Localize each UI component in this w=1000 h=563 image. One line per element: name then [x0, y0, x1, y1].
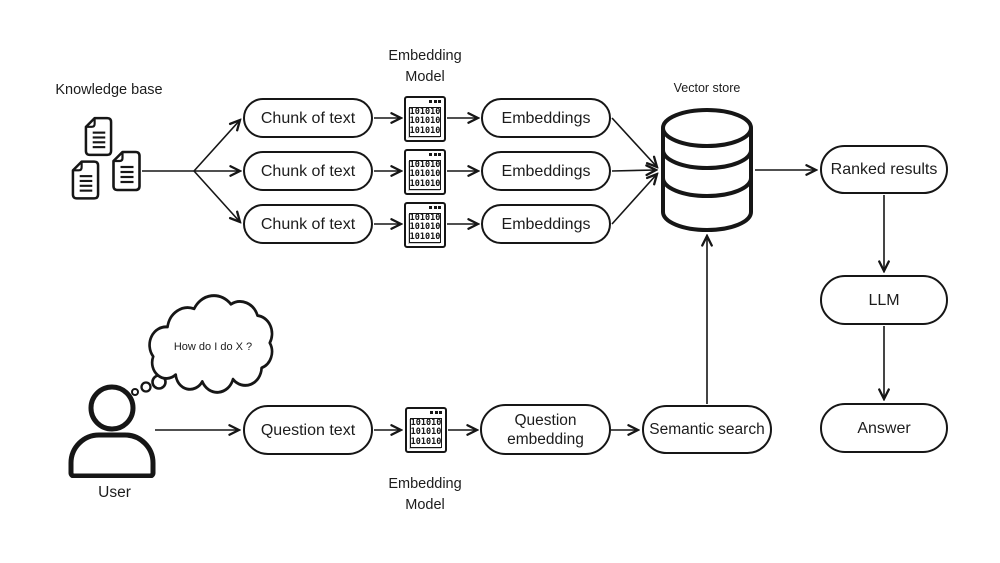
node-label: Answer [857, 419, 911, 437]
node-semantic-search: Semantic search [642, 405, 772, 454]
window-dots-icon [429, 206, 441, 209]
window-dots-icon [430, 411, 442, 414]
binary-line: 101010 [410, 427, 442, 438]
embedding-model-label-top: Embedding Model [388, 48, 462, 85]
node-label: Chunk of text [260, 109, 356, 127]
node-label: Question text [260, 421, 356, 439]
binary-line: 101010 [409, 159, 441, 170]
binary-line: 101010 [410, 436, 442, 447]
node-embeddings-3: Embeddings [481, 204, 611, 244]
node-question-embedding: Question embedding [480, 404, 611, 455]
database-cylinder-icon [661, 108, 753, 232]
node-answer: Answer [820, 403, 948, 453]
user-label: User [98, 484, 131, 501]
thought-bubble-text: How do I do X ? [173, 341, 253, 353]
person-icon [68, 384, 156, 478]
node-label: Ranked results [830, 161, 938, 178]
document-icon [71, 160, 100, 200]
node-label: Embeddings [501, 109, 591, 127]
window-dots-icon [429, 100, 441, 103]
binary-code-icon: 101010 101010 101010 [404, 149, 446, 195]
thought-bubble-icon [148, 294, 274, 394]
node-label: Chunk of text [260, 162, 356, 180]
binary-code-icon: 101010 101010 101010 [404, 202, 446, 248]
node-label: Question embedding [507, 411, 584, 448]
node-label: LLM [868, 291, 900, 309]
node-label: Embeddings [501, 215, 591, 233]
node-chunk-of-text-1: Chunk of text [243, 98, 373, 138]
binary-line: 101010 [409, 212, 441, 223]
node-chunk-of-text-3: Chunk of text [243, 204, 373, 244]
binary-code-icon: 101010 101010 101010 [405, 407, 447, 453]
document-icon [112, 150, 141, 192]
node-chunk-of-text-2: Chunk of text [243, 151, 373, 191]
node-label: Semantic search [649, 421, 765, 438]
binary-line: 101010 [409, 222, 441, 233]
node-question-text: Question text [243, 405, 373, 455]
node-embeddings-1: Embeddings [481, 98, 611, 138]
node-llm: LLM [820, 275, 948, 325]
binary-code-icon: 101010 101010 101010 [404, 96, 446, 142]
embedding-model-label-bottom: Embedding Model [388, 476, 462, 513]
binary-line: 101010 [410, 417, 442, 428]
document-icon [84, 116, 113, 157]
node-label: Chunk of text [260, 215, 356, 233]
binary-line: 101010 [409, 178, 441, 189]
binary-line: 101010 [409, 116, 441, 127]
node-label: Embeddings [501, 162, 591, 180]
node-ranked-results: Ranked results [820, 145, 948, 194]
binary-line: 101010 [409, 106, 441, 117]
vector-store-label: Vector store [673, 81, 741, 95]
binary-line: 101010 [409, 231, 441, 242]
node-embeddings-2: Embeddings [481, 151, 611, 191]
binary-line: 101010 [409, 125, 441, 136]
knowledge-base-label: Knowledge base [55, 82, 163, 98]
binary-line: 101010 [409, 169, 441, 180]
window-dots-icon [429, 153, 441, 156]
